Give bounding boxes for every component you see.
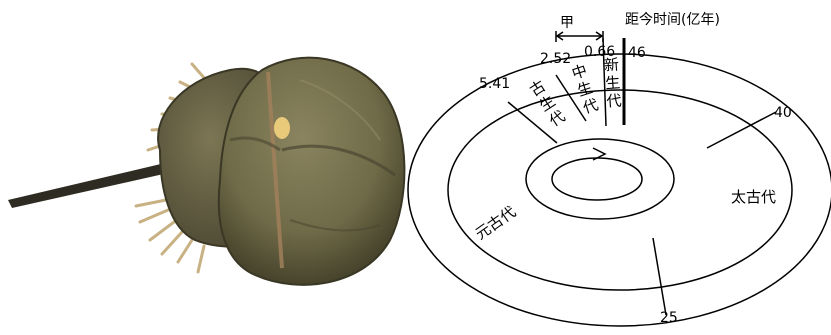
axis-title: 距今时间(亿年) <box>625 12 720 28</box>
prosoma <box>219 58 405 285</box>
boundary-25 <box>653 238 666 315</box>
bracket-label: 甲 <box>560 15 574 31</box>
era-proterozoic: 元古代 <box>472 203 519 244</box>
geologic-time-diagram: 距今时间(亿年) 甲 5.41 2.52 0.66 46 40 25 古 生 代… <box>408 12 831 326</box>
era-archean: 太古代 <box>731 188 776 206</box>
mark-46: 46 <box>628 45 646 61</box>
mark-5-41: 5.41 <box>479 76 510 92</box>
svg-text:新: 新 <box>603 56 619 75</box>
boundary-40 <box>707 112 776 148</box>
bracket-jia: 甲 <box>556 15 603 42</box>
horseshoe-crab-image <box>8 58 404 285</box>
telson <box>8 163 168 208</box>
era-mesozoic: 中 生 代 <box>570 61 601 117</box>
center-ellipse <box>552 158 642 200</box>
svg-text:生: 生 <box>605 74 621 93</box>
svg-text:代: 代 <box>581 95 601 117</box>
mark-25: 25 <box>660 310 678 326</box>
era-cenozoic: 新 生 代 <box>603 56 622 111</box>
svg-text:代: 代 <box>606 91 622 110</box>
mark-2-52: 2.52 <box>540 51 571 67</box>
mark-40: 40 <box>774 105 792 121</box>
